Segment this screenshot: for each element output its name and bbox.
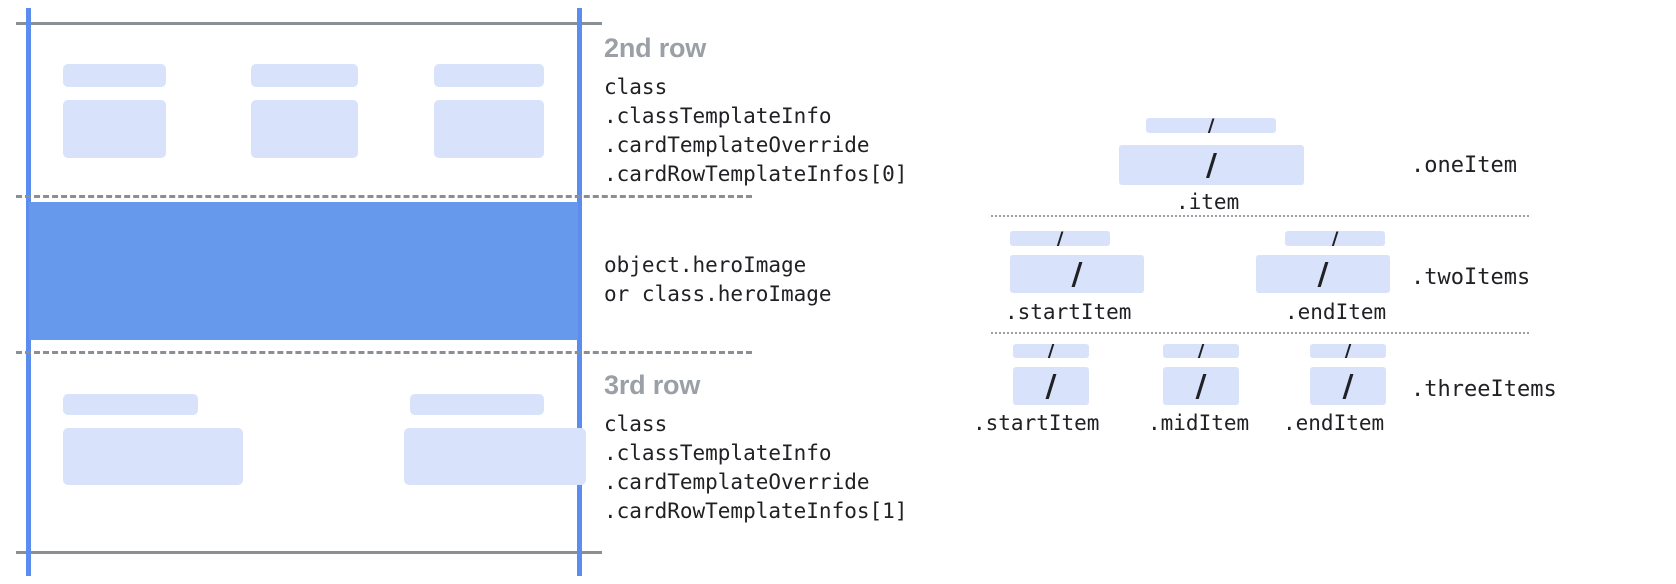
- separator-below-hero: [16, 351, 752, 354]
- hero-image-band: [29, 202, 578, 340]
- slash-glyph: /: [1056, 231, 1064, 246]
- two-items-start-label-slot: /: [1010, 231, 1110, 246]
- third-row-title: 3rd row: [604, 370, 701, 400]
- slash-glyph: /: [1047, 344, 1055, 358]
- slash-glyph: /: [1071, 256, 1083, 292]
- slot-caption-three-start: .startItem: [973, 411, 1100, 435]
- placeholder-label-1: [63, 64, 166, 87]
- three-items-mid-label-slot: /: [1163, 344, 1239, 358]
- placeholder-label-2: [251, 64, 358, 87]
- slot-caption-three-end: .endItem: [1283, 411, 1385, 435]
- slash-glyph: /: [1206, 147, 1217, 183]
- slash-glyph: /: [1331, 231, 1339, 246]
- slash-glyph: /: [1197, 344, 1205, 358]
- two-items-end-value-slot: /: [1256, 255, 1390, 293]
- card-right-edge: [577, 8, 582, 576]
- three-items-start-value-slot: /: [1013, 367, 1089, 405]
- third-row-code-text: class .classTemplateInfo .cardTemplateOv…: [604, 412, 908, 523]
- slash-glyph: /: [1207, 118, 1215, 133]
- three-items-start-label-slot: /: [1013, 344, 1089, 358]
- three-items-end-value-slot: /: [1310, 367, 1386, 405]
- placeholder-value-2: [251, 100, 358, 158]
- slot-caption-two-end: .endItem: [1285, 300, 1387, 324]
- slash-glyph: /: [1344, 344, 1352, 358]
- three-items-mid-value-slot: /: [1163, 367, 1239, 405]
- slash-glyph: /: [1045, 368, 1057, 404]
- slot-caption-item: .item: [1176, 190, 1240, 214]
- placeholder-value-1: [63, 100, 166, 158]
- group-name-one-item: .oneItem: [1411, 153, 1517, 178]
- card-top-border: [16, 22, 602, 25]
- one-item-value-slot: /: [1119, 145, 1304, 185]
- third-row-code: class .classTemplateInfo .cardTemplateOv…: [604, 410, 907, 526]
- two-items-start-value-slot: /: [1010, 255, 1144, 293]
- two-items-end-label-slot: /: [1285, 231, 1385, 246]
- slash-glyph: /: [1317, 256, 1329, 292]
- second-row-code-text: class .classTemplateInfo .cardTemplateOv…: [604, 75, 908, 186]
- placeholder-value-5: [404, 428, 586, 485]
- group-name-three-items: .threeItems: [1411, 377, 1557, 402]
- separator-two-three: [991, 332, 1529, 334]
- slot-caption-three-mid: .midItem: [1148, 411, 1250, 435]
- three-items-end-label-slot: /: [1310, 344, 1386, 358]
- card-bottom-border: [16, 551, 602, 554]
- slash-glyph: /: [1342, 368, 1354, 404]
- second-row-title: 2nd row: [604, 33, 707, 63]
- placeholder-label-4: [63, 394, 198, 415]
- group-name-two-items: .twoItems: [1411, 265, 1531, 290]
- placeholder-label-3: [434, 64, 544, 87]
- slash-glyph: /: [1195, 368, 1207, 404]
- placeholder-value-3: [434, 100, 544, 158]
- second-row-code: class .classTemplateInfo .cardTemplateOv…: [604, 73, 907, 189]
- separator-above-hero: [16, 195, 752, 198]
- card-left-edge: [26, 8, 31, 576]
- one-item-label-slot: /: [1146, 118, 1276, 133]
- hero-row-code: object.heroImage or class.heroImage: [604, 251, 832, 309]
- placeholder-value-4: [63, 428, 243, 485]
- placeholder-label-5: [410, 394, 544, 415]
- slot-caption-two-start: .startItem: [1005, 300, 1132, 324]
- hero-row-code-text: object.heroImage or class.heroImage: [604, 253, 832, 306]
- separator-one-two: [991, 215, 1529, 217]
